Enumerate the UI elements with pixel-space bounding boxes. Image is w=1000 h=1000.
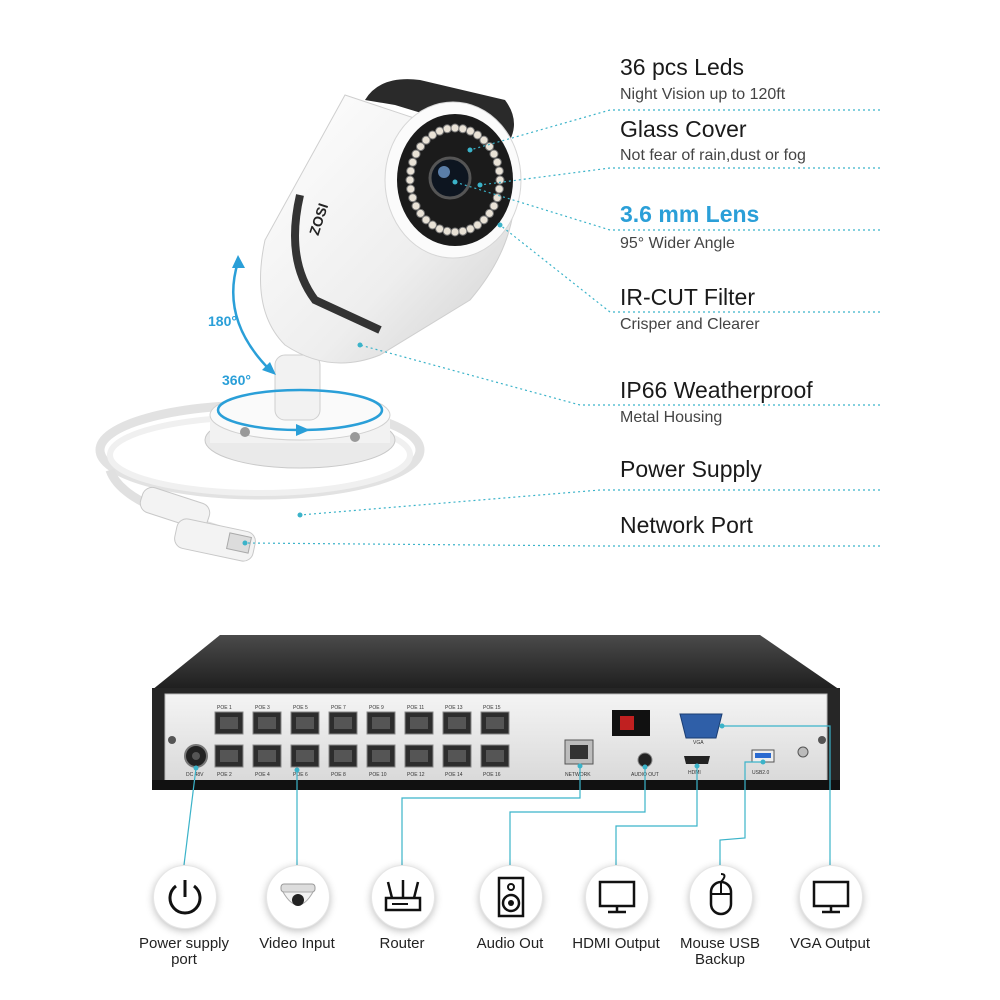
ir-led — [406, 166, 416, 176]
vertical-rotation-arrow — [232, 261, 271, 371]
bullet-camera: ZOSI 180° 360° — [95, 79, 522, 562]
speaker-icon — [479, 865, 543, 929]
feature-title-power: Power Supply — [620, 456, 762, 482]
poe-port-label: POE 7 — [331, 705, 346, 711]
ir-led — [405, 175, 415, 185]
ir-led — [428, 220, 437, 230]
ir-led — [489, 201, 499, 211]
ir-led — [458, 124, 468, 134]
feature-title-ircut: IR-CUT Filter — [620, 284, 756, 310]
poe-port-label: POE 5 — [293, 705, 308, 711]
poe-port-label: POE 11 — [407, 705, 424, 711]
ir-led — [479, 135, 489, 145]
vga-port — [679, 713, 723, 739]
ir-led — [495, 175, 505, 185]
power-icon — [153, 865, 217, 929]
mouse-icon — [689, 865, 753, 929]
ir-led — [435, 126, 445, 136]
feature-subtitle-lens: 95° Wider Angle — [620, 235, 735, 252]
ir-led — [465, 224, 475, 234]
usb-label: USB2.0 — [752, 770, 769, 776]
ir-led — [458, 226, 468, 236]
port-label-audio: Audio Out — [476, 935, 544, 952]
feature-subtitle-glass: Not fear of rain,dust or fog — [620, 147, 806, 164]
feature-subtitle-weatherproof: Metal Housing — [620, 409, 723, 426]
ir-led — [416, 142, 426, 152]
poe-port-label: POE 3 — [255, 705, 270, 711]
ir-led — [494, 166, 504, 176]
poe-port-label: POE 10 — [369, 772, 387, 778]
nvr-top-cover — [152, 635, 840, 690]
poe-port-label: POE 2 — [217, 772, 232, 778]
vga-label: VGA — [693, 740, 704, 746]
camera-leader-lines — [244, 109, 880, 547]
feature-title-network: Network Port — [620, 512, 753, 538]
feature-title-leds: 36 pcs Leds — [620, 54, 745, 80]
ir-led — [428, 130, 437, 140]
ir-led — [484, 142, 494, 152]
feature-subtitle-ircut: Crisper and Clearer — [620, 316, 760, 333]
ir-led — [435, 224, 445, 234]
port-label-video: Video Input — [259, 935, 335, 952]
nvr-leader-lines — [183, 725, 831, 866]
ir-led — [492, 157, 502, 167]
monitor-icon — [799, 865, 863, 929]
poe-port-label: POE 8 — [331, 772, 346, 778]
rotation-vertical-label: 180° — [208, 313, 237, 329]
ir-led-ring — [405, 123, 505, 237]
ir-led — [406, 184, 416, 194]
poe-port-label: POE 12 — [407, 772, 425, 778]
ir-led — [411, 201, 421, 211]
port-label-hdmi: HDMI Output — [572, 935, 660, 952]
ir-led — [473, 220, 482, 230]
poe-port-label: POE 1 — [217, 705, 232, 711]
rotation-horizontal-label: 360° — [222, 372, 251, 388]
lens — [428, 156, 472, 200]
feature-title-lens: 3.6 mm Lens — [620, 201, 760, 227]
ir-led — [465, 126, 475, 136]
router-icon — [371, 865, 435, 929]
network-label: NETWORK — [565, 772, 591, 778]
port-label-power: Power supply port — [138, 935, 230, 968]
ir-led — [411, 149, 421, 159]
ir-led — [408, 157, 418, 167]
poe-port-label: POE 6 — [293, 772, 308, 778]
ir-led — [450, 227, 460, 237]
feature-title-glass: Glass Cover — [620, 116, 747, 142]
dome-camera-icon — [266, 865, 330, 929]
port-label-vga: VGA Output — [789, 935, 871, 952]
poe-port-label: POE 16 — [483, 772, 501, 778]
ground-screw — [797, 746, 809, 758]
mount-neck — [274, 354, 321, 421]
ir-led — [421, 135, 431, 145]
ir-led — [450, 123, 460, 133]
monitor-icon — [585, 865, 649, 929]
ir-led — [492, 193, 502, 203]
poe-port-block: POE 1 POE 3 POE 5 POE 7 POE 9 POE 11 POE 13 POE… — [214, 705, 510, 778]
poe-port-label: POE 13 — [445, 705, 463, 711]
ir-led — [494, 184, 504, 194]
hdmi-label: HDMI — [688, 770, 701, 776]
poe-port-label: POE 15 — [483, 705, 501, 711]
poe-port-label: POE 14 — [445, 772, 463, 778]
hdmi-port — [684, 756, 710, 764]
feature-title-weatherproof: IP66 Weatherproof — [620, 377, 813, 403]
power-connector — [139, 486, 211, 530]
ir-led — [489, 149, 499, 159]
port-label-mouse: Mouse USB Backup — [679, 935, 761, 968]
ir-led — [442, 124, 452, 134]
ir-led — [416, 208, 426, 218]
ir-led — [479, 215, 489, 225]
poe-port-label: POE 9 — [369, 705, 384, 711]
ir-led — [442, 226, 452, 236]
ir-led — [408, 193, 418, 203]
ir-led — [484, 208, 494, 218]
feature-subtitle-leds: Night Vision up to 120ft — [620, 86, 786, 103]
ir-led — [421, 215, 431, 225]
poe-port-label: POE 4 — [255, 772, 270, 778]
ir-led — [473, 130, 482, 140]
port-label-router: Router — [379, 935, 425, 952]
